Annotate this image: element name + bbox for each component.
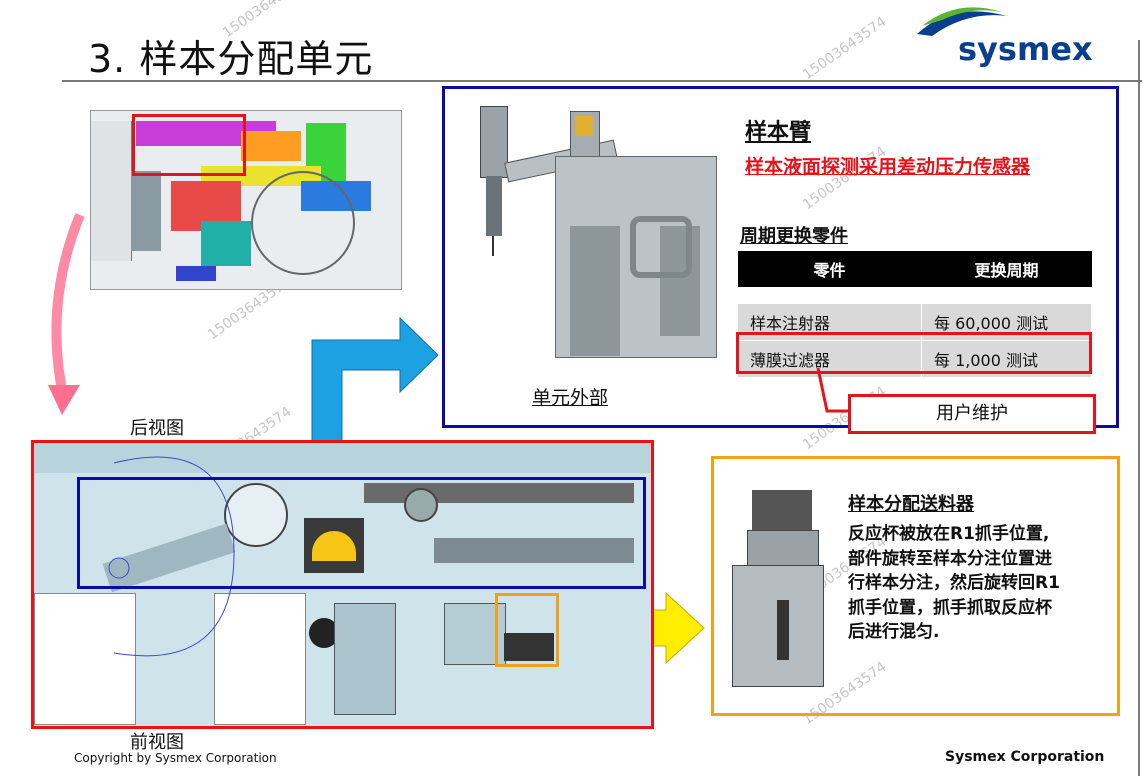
overview-image [90,110,402,290]
overview-highlight [132,114,246,176]
table-header: 零件 [737,251,922,287]
arm-highlight [77,477,646,589]
curved-arrow-icon [48,213,85,415]
connector-line [816,367,855,413]
sample-arm-panel [442,86,1119,428]
feeder-heading: 样本分配送料器 [848,494,974,515]
up-right-arrow-icon [311,316,439,469]
table-header: 更换周期 [921,251,1092,287]
feeder-line: 抓手位置，抓手抓取反应杯 [848,597,1052,618]
watermark: 15003643574 [800,13,890,84]
feeder-line: 反应杯被放在R1抓手位置, [848,524,1050,544]
sysmex-logo-icon [917,7,1007,36]
user-maintenance-badge: 用户维护 [848,394,1096,434]
company-name: Sysmex Corporation [945,749,1105,765]
mechanism-image [31,440,654,729]
front-view-label: 前视图 [130,732,184,753]
feeder-description: 反应杯被放在R1抓手位置, 部件旋转至样本分注位置进 行样本分注，然后旋转回R1… [848,522,1060,645]
page-title: 3. 样本分配单元 [88,37,374,81]
feeder-line: 后进行混匀. [848,622,940,642]
sensor-note: 样本液面探测采用差动压力传感器 [745,156,1031,178]
feeder-panel [711,456,1120,716]
copyright: Copyright by Sysmex Corporation [74,751,277,765]
sysmex-logo-text: sysmex [958,30,1093,68]
feeder-highlight [495,593,559,667]
feeder-line: 行样本分注，然后旋转回R1 [848,573,1060,593]
filter-row-highlight [736,332,1092,374]
parts-heading: 周期更换零件 [740,226,848,247]
unit-exterior-label: 单元外部 [532,387,609,409]
rear-view-label: 后视图 [130,418,184,439]
right-divider [1138,40,1140,776]
feeder-line: 部件旋转至样本分注位置进 [848,548,1052,569]
sample-arm-image [460,96,730,376]
title-divider [62,80,1142,82]
table-cell: 薄膜过滤器 [737,339,922,378]
sample-arm-heading: 样本臂 [745,120,812,145]
feeder-image [722,470,832,700]
